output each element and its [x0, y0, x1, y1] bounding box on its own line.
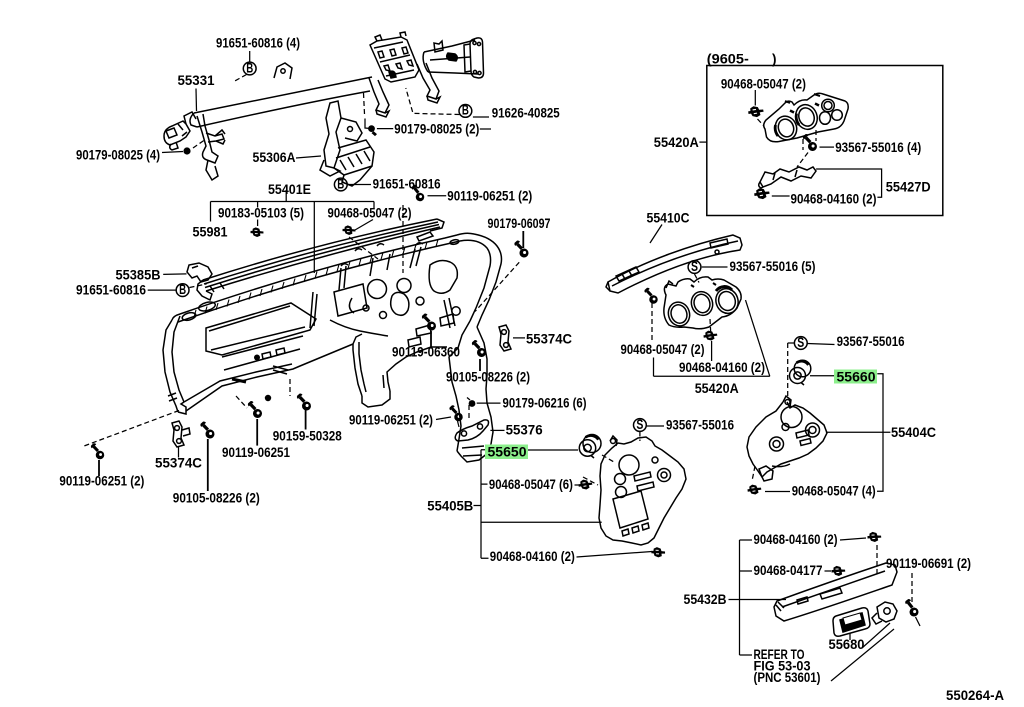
svg-text:91651-60816: 91651-60816: [76, 283, 146, 298]
svg-text:90105-08226 (2): 90105-08226 (2): [173, 491, 260, 506]
svg-text:90468-04160 (2): 90468-04160 (2): [791, 192, 877, 207]
svg-text:90468-05047 (4): 90468-05047 (4): [792, 484, 876, 499]
svg-text:55427D: 55427D: [886, 180, 931, 195]
svg-text:90468-05047 (2): 90468-05047 (2): [328, 206, 412, 221]
svg-text:55331: 55331: [178, 73, 215, 88]
svg-text:90468-05047 (6): 90468-05047 (6): [489, 477, 573, 492]
svg-text:55405B: 55405B: [427, 499, 473, 514]
svg-text:93567-55016: 93567-55016: [666, 418, 734, 433]
svg-text:90179-06216 (6): 90179-06216 (6): [503, 396, 587, 411]
svg-text:90468-04160 (2): 90468-04160 (2): [679, 360, 765, 375]
svg-text:90119-06251 (2): 90119-06251 (2): [349, 413, 433, 428]
svg-text:91626-40825: 91626-40825: [492, 106, 560, 121]
svg-text:55401E: 55401E: [268, 182, 311, 197]
svg-text:93567-55016 (4): 93567-55016 (4): [835, 140, 921, 155]
svg-text:55680: 55680: [829, 637, 865, 652]
svg-text:55374C: 55374C: [155, 456, 202, 471]
svg-text:90119-06251 (2): 90119-06251 (2): [59, 474, 144, 489]
svg-text:S: S: [797, 335, 804, 350]
svg-text:FIG 53-03: FIG 53-03: [754, 659, 811, 674]
svg-text:REFER TO: REFER TO: [754, 647, 805, 662]
svg-text:55385B: 55385B: [116, 268, 161, 283]
svg-text:55404C: 55404C: [891, 425, 936, 440]
svg-text:B: B: [246, 60, 253, 75]
svg-text:93567-55016: 93567-55016: [837, 334, 905, 349]
svg-text:): ): [772, 52, 777, 67]
svg-text:55660: 55660: [837, 370, 876, 385]
svg-text:55306A: 55306A: [253, 150, 296, 165]
svg-text:91651-60816 (4): 91651-60816 (4): [216, 36, 300, 51]
svg-text:55432B: 55432B: [684, 592, 727, 607]
svg-text:55981: 55981: [193, 225, 228, 240]
svg-text:90179-08025 (2): 90179-08025 (2): [394, 122, 479, 137]
svg-text:90119-06691 (2): 90119-06691 (2): [886, 556, 971, 571]
svg-text:(9605-: (9605-: [707, 52, 749, 67]
svg-text:90119-06251 (2): 90119-06251 (2): [447, 189, 532, 204]
svg-text:91651-60816: 91651-60816: [373, 177, 441, 192]
svg-text:55410C: 55410C: [647, 211, 690, 226]
svg-text:90468-04160 (2): 90468-04160 (2): [754, 532, 838, 547]
svg-text:55374C: 55374C: [526, 332, 572, 347]
svg-text:90179-06097: 90179-06097: [488, 216, 551, 231]
svg-text:93567-55016 (5): 93567-55016 (5): [730, 259, 816, 274]
svg-text:55420A: 55420A: [695, 381, 739, 396]
svg-text:B: B: [179, 282, 186, 297]
svg-text:B: B: [337, 176, 344, 191]
svg-text:S: S: [691, 259, 698, 274]
svg-text:90468-04177: 90468-04177: [754, 563, 823, 578]
svg-text:90183-05103 (5): 90183-05103 (5): [218, 206, 304, 221]
svg-text:90468-05047 (2): 90468-05047 (2): [721, 77, 806, 92]
svg-text:55376: 55376: [506, 423, 543, 438]
svg-text:90119-06251: 90119-06251: [222, 445, 290, 460]
svg-text:550264-A: 550264-A: [946, 688, 1004, 703]
svg-text:55420A: 55420A: [654, 135, 699, 150]
svg-text:S: S: [636, 417, 643, 432]
svg-text:90179-08025 (4): 90179-08025 (4): [76, 148, 160, 163]
svg-text:90468-05047 (2): 90468-05047 (2): [621, 342, 705, 357]
svg-text:55650: 55650: [488, 445, 527, 460]
svg-text:90159-50328: 90159-50328: [273, 429, 342, 444]
svg-text:90468-04160 (2): 90468-04160 (2): [490, 549, 575, 564]
svg-text:B: B: [462, 103, 469, 118]
svg-text:(PNC 53601): (PNC 53601): [754, 670, 821, 685]
svg-text:90105-08226 (2): 90105-08226 (2): [446, 370, 530, 385]
